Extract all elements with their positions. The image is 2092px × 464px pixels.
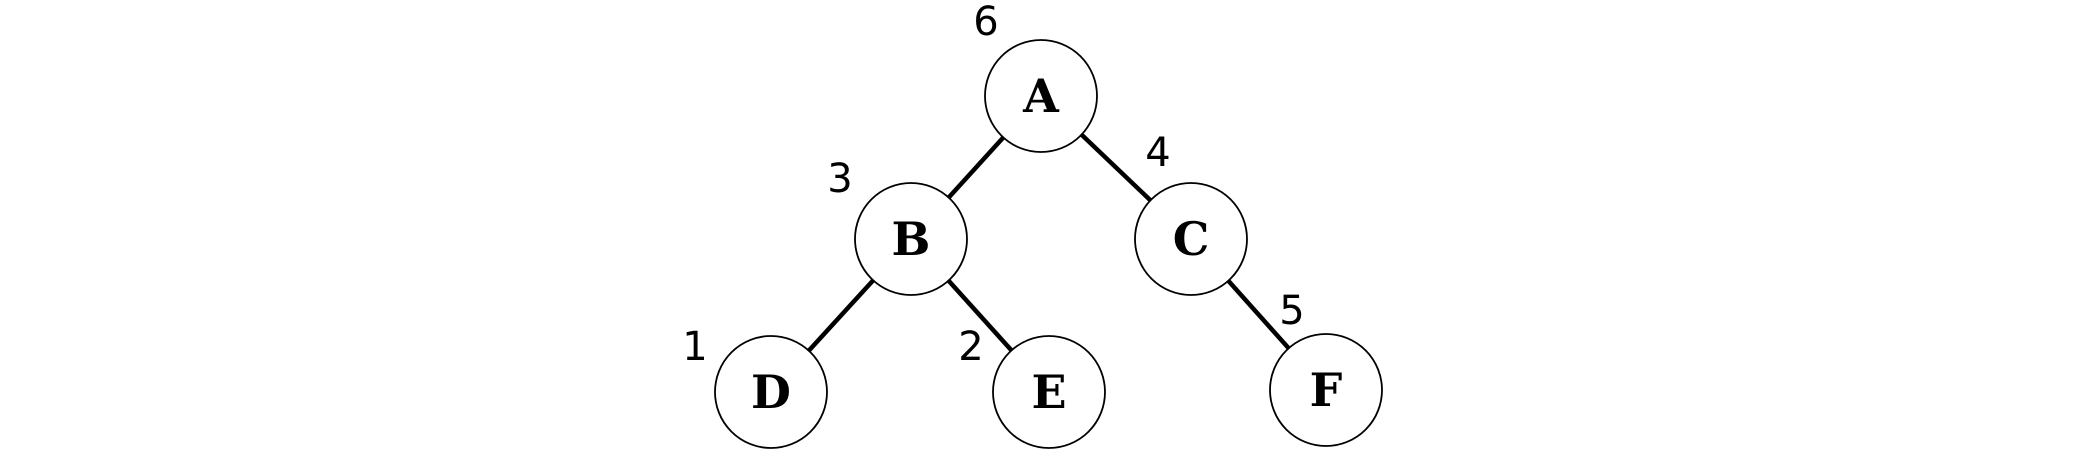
node-B: B bbox=[854, 182, 968, 296]
node-label-F: F bbox=[1310, 363, 1343, 417]
node-circle-A bbox=[984, 39, 1098, 153]
node-circle-B bbox=[854, 182, 968, 296]
node-circle-E bbox=[992, 335, 1106, 449]
node-label-C: C bbox=[1173, 212, 1210, 266]
order-label-A: 6 bbox=[973, 0, 998, 45]
order-label-D: 1 bbox=[682, 324, 707, 370]
node-F: F bbox=[1269, 333, 1383, 447]
node-E: E bbox=[992, 335, 1106, 449]
node-label-E: E bbox=[1031, 365, 1066, 419]
order-label-F: 5 bbox=[1279, 288, 1304, 334]
node-circle-C bbox=[1134, 182, 1248, 296]
order-label-B: 3 bbox=[827, 156, 852, 202]
node-label-A: A bbox=[1022, 69, 1060, 123]
node-circle-D bbox=[714, 335, 828, 449]
node-C: C bbox=[1134, 182, 1248, 296]
node-circle-F bbox=[1269, 333, 1383, 447]
order-label-C: 4 bbox=[1145, 130, 1170, 176]
node-D: D bbox=[714, 335, 828, 449]
order-label-E: 2 bbox=[958, 324, 983, 370]
order-labels-layer: 6 3 4 1 2 5 bbox=[682, 0, 1304, 370]
nodes-layer: A B C D E F bbox=[714, 39, 1383, 449]
node-label-B: B bbox=[892, 212, 931, 266]
node-label-D: D bbox=[751, 365, 791, 419]
node-A: A bbox=[984, 39, 1098, 153]
